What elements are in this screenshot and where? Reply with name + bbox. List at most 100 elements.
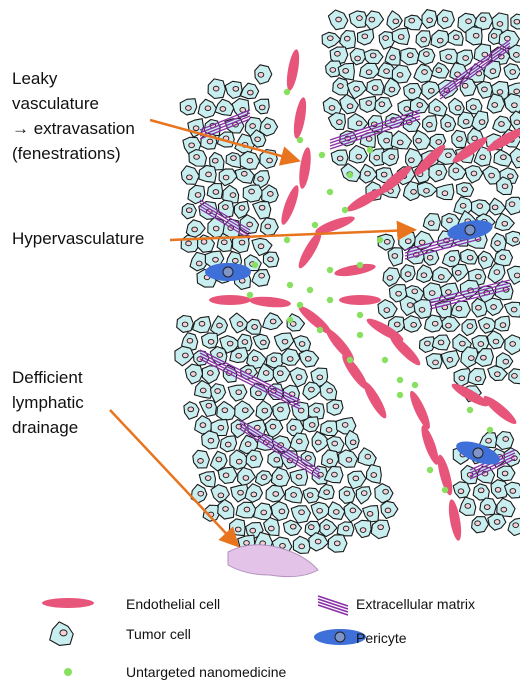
tumor-nucleus	[480, 17, 486, 22]
tumor-nucleus	[329, 106, 335, 111]
tumor-nucleus	[460, 341, 466, 346]
tumor-nucleus	[356, 121, 362, 126]
tumor-nucleus	[332, 472, 338, 477]
tumor-nucleus	[279, 509, 285, 514]
endothelial-cell	[387, 332, 424, 369]
tumor-nucleus	[256, 391, 262, 396]
tumor-nucleus	[347, 104, 353, 109]
tumor-nucleus	[470, 105, 476, 110]
leaky-label-line4: (fenestrations)	[12, 141, 135, 166]
tumor-nucleus	[200, 388, 206, 393]
tumor-nucleus	[261, 340, 267, 345]
nanomedicine-dot	[327, 267, 333, 273]
endothelial-cell	[407, 389, 434, 431]
tumor-nucleus	[267, 158, 273, 163]
tumor-nucleus	[342, 423, 348, 428]
tumor-nucleus	[308, 525, 314, 530]
tumor-nucleus	[187, 338, 193, 343]
tumor-nucleus	[502, 221, 508, 226]
tumor-nucleus	[335, 51, 341, 56]
tumor-nucleus	[429, 88, 435, 93]
tumor-nucleus	[367, 511, 373, 516]
tumor-nucleus	[282, 339, 288, 344]
tumor-nucleus	[360, 528, 366, 533]
endothelial-cell	[249, 295, 292, 309]
tumor-nucleus	[217, 353, 223, 358]
tumor-nucleus	[217, 323, 223, 328]
legend-tumor-label: Tumor cell	[126, 626, 191, 642]
tumor-nucleus	[514, 89, 520, 94]
tumor-nucleus	[492, 103, 498, 108]
tumor-nucleus	[193, 126, 199, 131]
tumor-nucleus	[315, 539, 321, 544]
callout-arrow	[170, 230, 412, 240]
tumor-nucleus	[514, 120, 520, 125]
tumor-nucleus	[259, 105, 265, 110]
tumor-nucleus	[501, 507, 507, 512]
tumor-nucleus	[247, 222, 253, 227]
pericyte-nucleus	[223, 267, 233, 277]
tumor-nucleus	[186, 106, 192, 111]
tumor-nucleus	[447, 357, 453, 362]
legend-pericyte-label: Pericyte	[356, 630, 407, 646]
lymph-label-line1: Defficient	[12, 365, 84, 390]
tumor-nucleus	[489, 173, 495, 178]
tumor-nucleus	[389, 155, 395, 160]
tumor-nucleus	[480, 155, 486, 160]
tumor-nucleus	[407, 303, 413, 308]
tumor-nucleus	[384, 138, 390, 143]
legend-endothelial-label: Endothelial cell	[126, 596, 220, 612]
tumor-nucleus	[250, 528, 256, 533]
tumor-nucleus	[207, 139, 213, 144]
tumor-nucleus	[436, 68, 442, 73]
tumor-nucleus	[514, 19, 520, 24]
tumor-nucleus	[495, 241, 501, 246]
tumor-nucleus	[465, 504, 471, 509]
tumor-nucleus	[476, 305, 482, 310]
tumor-nucleus	[212, 158, 218, 163]
tumor-nucleus	[198, 458, 204, 463]
tumor-nucleus	[213, 226, 219, 231]
tumor-nucleus	[434, 107, 440, 112]
nanomedicine-dot	[377, 237, 383, 243]
tumor-nucleus	[463, 56, 469, 61]
tumor-nucleus	[237, 322, 243, 327]
nanomedicine-dot	[357, 262, 363, 268]
tumor-nucleus	[309, 423, 315, 428]
tumor-nucleus	[514, 273, 520, 278]
tumor-nucleus	[419, 307, 425, 312]
tumor-nucleus	[449, 256, 455, 261]
endothelial-cell	[278, 184, 302, 227]
tumor-nucleus	[473, 33, 479, 38]
nanomedicine-dot	[347, 172, 353, 178]
tumor-nucleus	[268, 526, 274, 531]
tumor-nucleus	[389, 87, 395, 92]
tumor-nucleus	[290, 524, 296, 529]
nanomedicine-dot	[342, 207, 348, 213]
tumor-nucleus	[206, 403, 212, 408]
tumor-nucleus	[259, 273, 265, 278]
tumor-nucleus	[446, 153, 452, 158]
endothelial-cell	[344, 185, 385, 215]
tumor-nucleus	[486, 438, 492, 443]
tumor-nucleus	[416, 138, 422, 143]
tumor-nucleus	[493, 339, 499, 344]
tumor-nucleus	[205, 106, 211, 111]
lymph-label-line3: drainage	[12, 415, 84, 440]
tumor-nucleus	[425, 341, 431, 346]
tumor-nucleus	[384, 239, 390, 244]
tumor-nucleus	[467, 324, 473, 329]
tumor-nucleus	[218, 493, 224, 498]
tumor-nucleus	[233, 86, 239, 91]
tumor-nucleus	[239, 206, 245, 211]
tumor-nucleus	[447, 218, 453, 223]
tumor-nucleus	[242, 408, 248, 413]
tumor-nucleus	[259, 205, 265, 210]
tumor-nucleus	[495, 487, 501, 492]
tumor-nucleus	[189, 143, 195, 148]
tumor-nucleus	[385, 508, 391, 513]
tumor-nucleus	[187, 175, 193, 180]
endothelial-cell	[297, 147, 313, 190]
nanomedicine-dot	[252, 262, 258, 268]
nanomedicine-dot	[357, 312, 363, 318]
